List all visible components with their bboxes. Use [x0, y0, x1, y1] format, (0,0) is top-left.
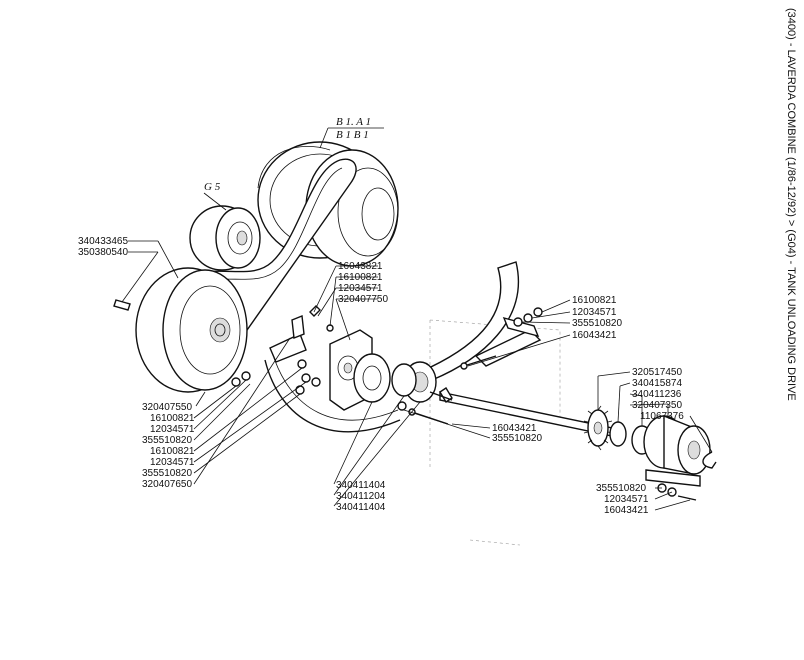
- label-12034571-top: 12034571: [338, 283, 383, 294]
- label-16043421-r: 16043421: [572, 330, 617, 341]
- label-16043421-br: 16043421: [604, 505, 649, 516]
- bearing-flange: [353, 353, 437, 403]
- fasteners-lower-right: [657, 483, 697, 501]
- ref-g5: G 5: [204, 181, 221, 193]
- main-drive-pulley: [135, 267, 248, 393]
- diagram-title: (3400) - LAVERDA COMBINE (1/86-12/92) > …: [785, 8, 797, 401]
- label-320517450: 320517450: [632, 367, 682, 378]
- label-16043421-m: 16043421: [492, 423, 537, 434]
- label-16100821-r: 16100821: [572, 295, 617, 306]
- label-340411204: 340411204: [336, 491, 386, 502]
- label-16100821-b: 16100821: [150, 446, 195, 457]
- ref-b1a1: B 1. A 1: [336, 116, 371, 128]
- label-350380540: 350380540: [78, 247, 128, 258]
- ref-b1b1: B 1 B 1: [336, 129, 369, 141]
- circlip: [702, 451, 717, 469]
- part-number-labels: 340433465 350380540 16043821 16100821 12…: [78, 236, 684, 516]
- label-16100821-a: 16100821: [150, 413, 195, 424]
- label-12034571-b: 12034571: [150, 457, 195, 468]
- label-16100821-top: 16100821: [338, 272, 383, 283]
- key-part: [113, 299, 131, 311]
- sprocket: [583, 405, 613, 451]
- label-340415874: 340415874: [632, 378, 682, 389]
- label-320407750: 320407750: [338, 294, 388, 305]
- label-340411236: 340411236: [632, 389, 682, 400]
- label-355510820-a: 355510820: [142, 435, 192, 446]
- label-355510820-r: 355510820: [572, 318, 622, 329]
- shield-plate: [645, 469, 701, 487]
- label-12034571-br: 12034571: [604, 494, 649, 505]
- label-320407650: 320407650: [142, 479, 192, 490]
- label-340411404-a: 340411404: [336, 480, 386, 491]
- label-320407350: 320407350: [632, 400, 682, 411]
- label-355510820-br: 355510820: [596, 483, 646, 494]
- label-12034571-r: 12034571: [572, 307, 617, 318]
- label-320407550: 320407550: [142, 402, 192, 413]
- hub-coupling: [609, 414, 711, 475]
- label-355510820-m: 355510820: [492, 433, 542, 444]
- label-355510820-b: 355510820: [142, 468, 192, 479]
- label-11067376: 11067376: [640, 411, 684, 422]
- label-340411404-b: 340411404: [336, 502, 386, 513]
- label-16043821: 16043821: [338, 261, 383, 272]
- bolt-upper-right: [460, 355, 497, 370]
- leaders: [121, 240, 713, 511]
- label-12034571-a: 12034571: [150, 424, 195, 435]
- idler-pulley-g5: [189, 205, 261, 271]
- label-340433465: 340433465: [78, 236, 128, 247]
